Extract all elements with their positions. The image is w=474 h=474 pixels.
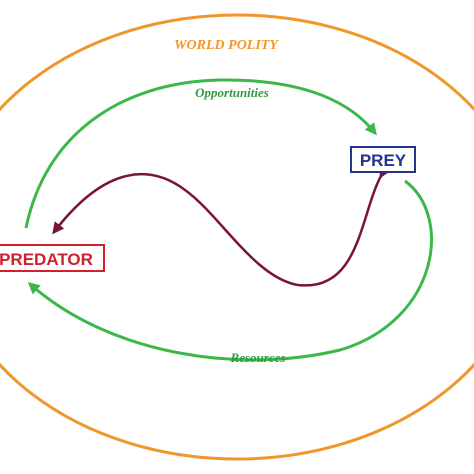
opportunities-arrow bbox=[24, 78, 377, 229]
predator-node: PREDATOR bbox=[0, 244, 105, 272]
opportunities-label: Opportunities bbox=[195, 85, 269, 100]
world-polity-ellipse bbox=[0, 13, 474, 461]
predator-box bbox=[0, 244, 105, 272]
prey-label: PREY bbox=[360, 151, 407, 170]
interaction-wave-arrow bbox=[52, 165, 391, 287]
resources-arrow bbox=[27, 179, 433, 362]
resources-label: Resources bbox=[230, 350, 286, 365]
predator-label: PREDATOR bbox=[0, 250, 93, 269]
prey-box bbox=[350, 146, 416, 173]
world-polity-label: WORLD POLITY bbox=[174, 38, 279, 53]
prey-node: PREY bbox=[350, 146, 416, 173]
